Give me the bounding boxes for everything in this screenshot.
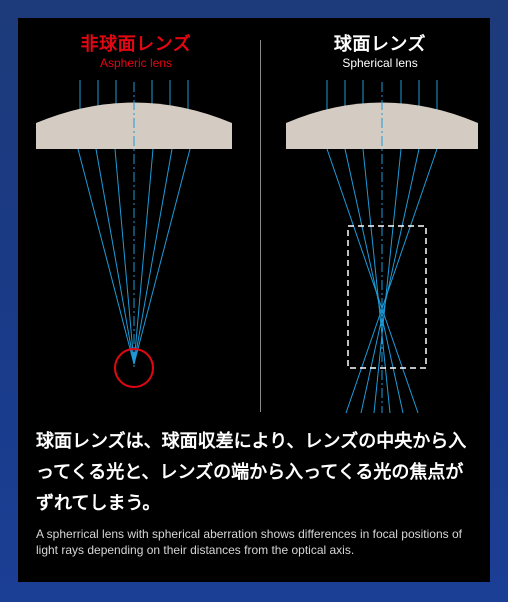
aspheric-title: 非球面レンズ Aspheric lens bbox=[26, 34, 246, 70]
spherical-lens-illustration bbox=[286, 80, 478, 414]
focal-point-circle bbox=[114, 348, 154, 388]
aspheric-lens-illustration bbox=[36, 80, 232, 388]
spherical-title-jp: 球面レンズ bbox=[333, 34, 427, 55]
caption-japanese: 球面レンズは、球面収差により、レンズの中央から入ってくる光と、レンズの端から入っ… bbox=[36, 431, 467, 514]
spherical-title: 球面レンズ Spherical lens bbox=[270, 34, 490, 70]
diagram-panel: 非球面レンズ Aspheric lens 球面レンズ Spherical len… bbox=[18, 18, 490, 582]
caption-english: A spherrical lens with spherical aberrat… bbox=[36, 527, 462, 557]
spherical-title-en: Spherical lens bbox=[342, 56, 418, 70]
aspheric-title-jp: 非球面レンズ bbox=[80, 34, 192, 55]
lens-diagram-svg bbox=[36, 80, 478, 414]
lens-comparison-diagram: 非球面レンズ Aspheric lens 球面レンズ Spherical len… bbox=[18, 18, 490, 430]
focal-spread-box bbox=[347, 225, 427, 369]
aspheric-title-en: Aspheric lens bbox=[99, 56, 173, 70]
center-divider bbox=[260, 40, 261, 412]
